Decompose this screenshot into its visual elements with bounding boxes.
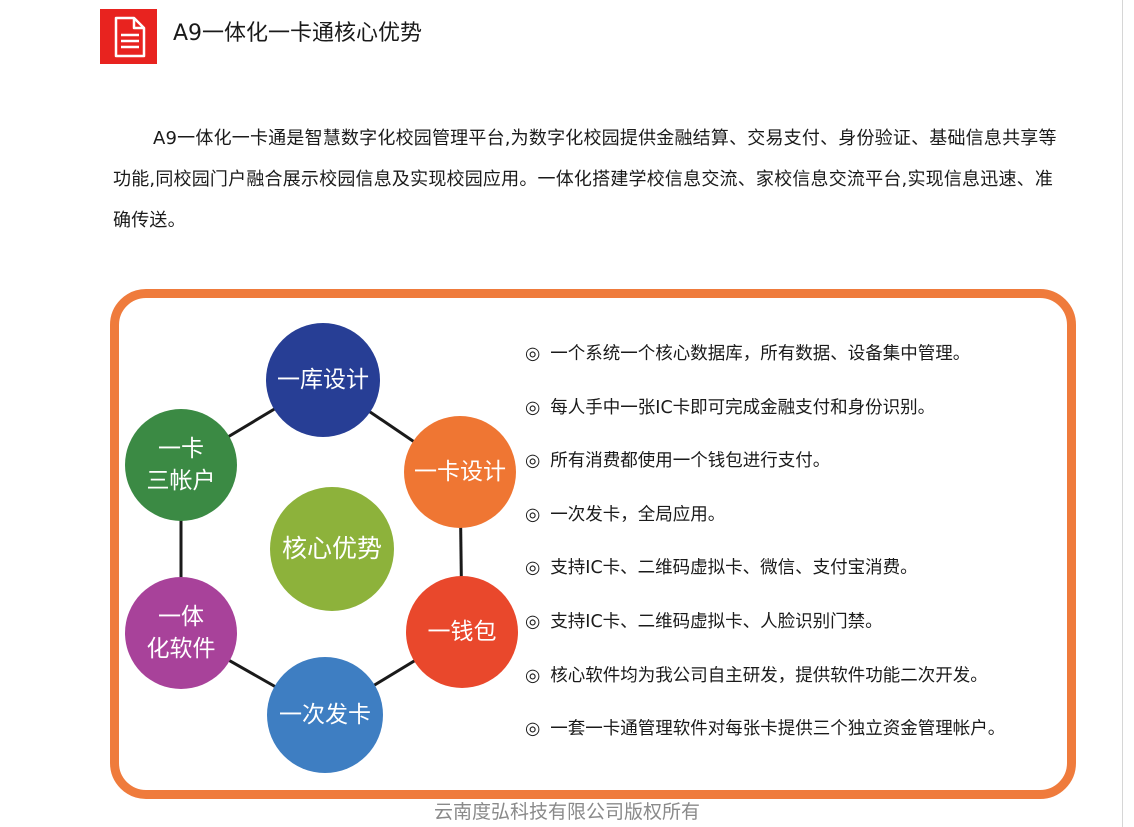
feature-text: 支持IC卡、二维码虚拟卡、人脸识别门禁。 <box>550 611 883 632</box>
page-title: A9一体化一卡通核心优势 <box>173 21 423 46</box>
node-label: 一次发卡 <box>279 702 371 728</box>
feature-text: 一套一卡通管理软件对每张卡提供三个独立资金管理帐户。 <box>550 719 1006 740</box>
circle-bullet-icon: ◎ <box>525 611 541 632</box>
circle-bullet-icon: ◎ <box>525 719 541 740</box>
node-label: 一库设计 <box>277 367 369 393</box>
circle-bullet-icon: ◎ <box>525 451 541 472</box>
node-label-line: 三帐户 <box>146 468 216 494</box>
feature-text: 所有消费都使用一个钱包进行支付。 <box>550 451 831 472</box>
node-label-line: 化软件 <box>146 636 216 662</box>
list-item: ◎ 每人手中一张IC卡即可完成金融支付和身份识别。 <box>525 390 1125 444</box>
center-node-core-advantage: 核心优势 <box>270 487 394 611</box>
circle-bullet-icon: ◎ <box>525 558 541 579</box>
page-right-rule <box>1122 0 1123 827</box>
circle-bullet-icon: ◎ <box>525 665 541 686</box>
feature-list: ◎ 一个系统一个核心数据库，所有数据、设备集中管理。 ◎ 每人手中一张IC卡即可完成… <box>525 336 1125 765</box>
node-label: 一钱包 <box>427 619 497 645</box>
list-item: ◎ 一个系统一个核心数据库，所有数据、设备集中管理。 <box>525 336 1125 390</box>
feature-text: 支持IC卡、二维码虚拟卡、微信、支付宝消费。 <box>550 558 918 579</box>
node-one-database: 一库设计 <box>266 323 380 437</box>
list-item: ◎ 支持IC卡、二维码虚拟卡、人脸识别门禁。 <box>525 604 1125 658</box>
center-node-label: 核心优势 <box>281 534 382 563</box>
circle-bullet-icon: ◎ <box>525 344 541 364</box>
node-label: 一卡 三帐户 <box>147 433 216 497</box>
intro-paragraph: A9一体化一卡通是智慧数字化校园管理平台,为数字化校园提供金融结算、交易支付、身… <box>113 128 1057 231</box>
list-item: ◎ 支持IC卡、二维码虚拟卡、微信、支付宝消费。 <box>525 550 1125 604</box>
list-item: ◎ 一次发卡，全局应用。 <box>525 497 1125 551</box>
feature-text: 每人手中一张IC卡即可完成金融支付和身份识别。 <box>550 397 936 418</box>
node-integrated-software: 一体 化软件 <box>125 577 237 689</box>
feature-text: 一个系统一个核心数据库，所有数据、设备集中管理。 <box>550 344 971 364</box>
list-item: ◎ 所有消费都使用一个钱包进行支付。 <box>525 443 1125 497</box>
node-one-wallet: 一钱包 <box>406 576 518 688</box>
node-label: 一体 化软件 <box>147 601 216 665</box>
list-item: ◎ 一套一卡通管理软件对每张卡提供三个独立资金管理帐户。 <box>525 711 1125 765</box>
copyright-footer: 云南度弘科技有限公司版权所有 <box>433 801 700 823</box>
circle-bullet-icon: ◎ <box>525 397 541 418</box>
feature-text: 一次发卡，全局应用。 <box>550 504 726 525</box>
node-label-line: 一卡 <box>158 436 204 462</box>
feature-text: 核心软件均为我公司自主研发，提供软件功能二次开发。 <box>550 665 988 686</box>
node-label-line: 一体 <box>158 604 204 630</box>
list-item: ◎ 核心软件均为我公司自主研发，提供软件功能二次开发。 <box>525 658 1125 712</box>
circle-bullet-icon: ◎ <box>525 504 541 525</box>
document-icon <box>100 9 157 64</box>
node-label: 一卡设计 <box>414 459 506 485</box>
node-one-card-three-accounts: 一卡 三帐户 <box>125 409 237 521</box>
node-one-card: 一卡设计 <box>404 416 516 528</box>
node-one-issuance: 一次发卡 <box>267 657 383 773</box>
